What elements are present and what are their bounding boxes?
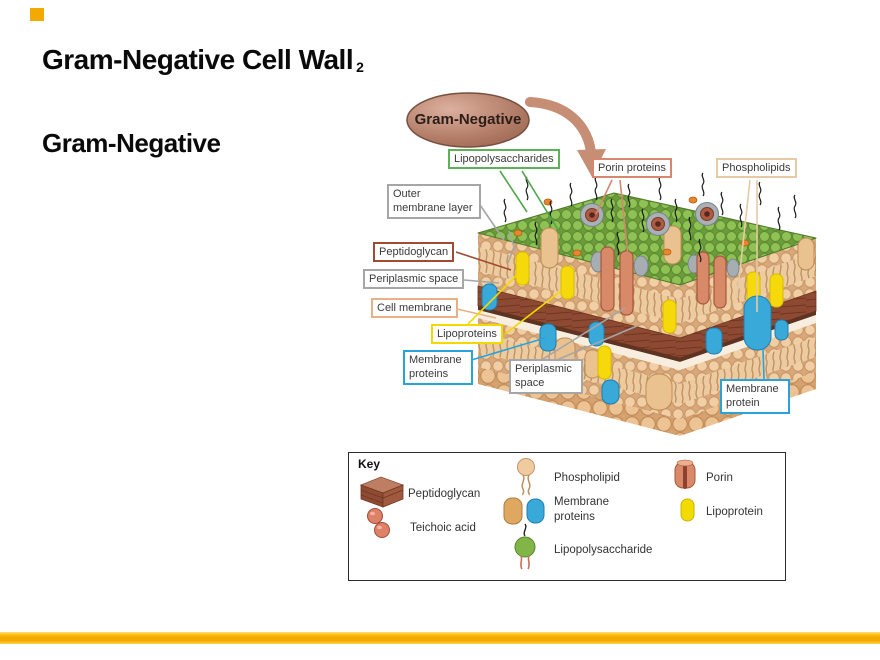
- curved-arrow: [525, 97, 606, 177]
- phospholipid-icon: [517, 458, 535, 496]
- teichoic-acid-icon: [367, 508, 390, 538]
- callout-periplasmic-space-lower: Periplasmic space: [509, 359, 583, 394]
- key-label-lipoprotein: Lipoprotein: [706, 506, 763, 518]
- callout-cell-membrane: Cell membrane: [371, 298, 458, 319]
- page-title-text: Gram-Negative Cell Wall: [42, 44, 354, 75]
- callout-membrane-proteins: Membrane proteins: [403, 350, 473, 385]
- accent-square: [30, 8, 44, 21]
- callout-porin-proteins: Porin proteins: [592, 158, 672, 179]
- page-subtitle: Gram-Negative: [42, 128, 221, 158]
- key-title: Key: [358, 457, 381, 471]
- key-box: Key Peptidoglycan Teichoic acid Phosphol…: [348, 452, 786, 581]
- lipoprotein-icon: [680, 498, 695, 522]
- gram-negative-bubble-label: Gram-Negative: [414, 111, 522, 128]
- lipopolysaccharide-icon: [514, 523, 536, 570]
- callout-phospholipids: Phospholipids: [716, 158, 797, 179]
- callout-membrane-protein: Membrane protein: [720, 379, 790, 414]
- bottom-accent-bar: [0, 632, 880, 644]
- callout-lipoproteins: Lipoproteins: [431, 324, 503, 345]
- leader-lines: [455, 170, 765, 380]
- key-label-teichoic-acid: Teichoic acid: [410, 522, 476, 534]
- key-label-membrane-proteins: Membrane proteins: [554, 496, 609, 523]
- blue-membrane-proteins: [481, 283, 789, 405]
- key-label-peptidoglycan: Peptidoglycan: [408, 488, 481, 500]
- peptidoglycan-brick-icon: [359, 476, 405, 508]
- porin-icon: [674, 459, 696, 489]
- callout-lipopolysaccharides: Lipopolysaccharides: [448, 149, 560, 170]
- porin-channels: [590, 246, 740, 316]
- key-label-phospholipid: Phospholipid: [554, 472, 620, 484]
- slide-number: 2: [356, 59, 364, 75]
- membrane-proteins-icon: [503, 497, 545, 525]
- callout-outer-membrane-layer: Outer membrane layer: [387, 184, 481, 219]
- key-label-lipopolysaccharide: Lipopolysaccharide: [554, 544, 653, 556]
- callout-peptidoglycan: Peptidoglycan: [373, 242, 455, 263]
- callout-periplasmic-space-upper: Periplasmic space: [363, 269, 465, 290]
- gram-negative-bubble: [406, 92, 530, 148]
- key-label-porin: Porin: [706, 472, 733, 484]
